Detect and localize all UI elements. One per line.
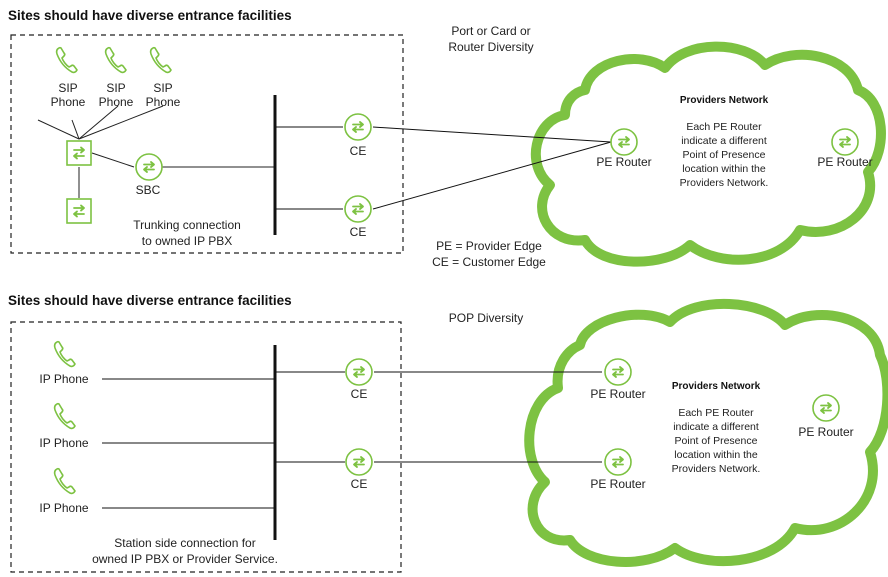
ce-router-icon	[345, 448, 373, 476]
ce-label: CE	[351, 387, 368, 401]
ce-label: CE	[350, 144, 367, 158]
bottom-site-boundary	[10, 321, 402, 573]
sip-phone-label: Phone	[99, 95, 134, 109]
phone-icon	[53, 402, 76, 430]
cloud-description: Each PE Router	[678, 407, 754, 419]
cloud-title: Providers Network	[680, 95, 769, 106]
legend-pe: PE = Provider Edge	[436, 239, 542, 253]
pe-router-label: PE Router	[590, 387, 645, 401]
pe-router-label: PE Router	[596, 155, 651, 169]
cloud-title: Providers Network	[672, 381, 761, 392]
cloud-description: Point of Presence	[683, 149, 766, 161]
cloud-description: Providers Network.	[680, 177, 769, 189]
bottom-title: Sites should have diverse entrance facil…	[8, 293, 292, 308]
cloud-description: location within the	[674, 449, 758, 461]
legend-ce: CE = Customer Edge	[432, 255, 546, 269]
sip-phone-label: Phone	[146, 95, 181, 109]
ce-router-icon	[344, 195, 372, 223]
ip-phone-label: IP Phone	[39, 501, 88, 515]
switch-icon	[66, 140, 92, 166]
pop-diversity-note: POP Diversity	[449, 311, 523, 325]
top-site-boundary	[10, 34, 404, 254]
sbc-label: SBC	[136, 183, 161, 197]
phone-icon	[149, 46, 172, 74]
pe-router-label: PE Router	[798, 425, 853, 439]
pe-router-icon	[812, 394, 840, 422]
sbc-router-icon	[135, 153, 163, 181]
phone-icon	[53, 340, 76, 368]
cloud-description: indicate a different	[681, 135, 767, 147]
trunk-note-1: Trunking connection	[133, 218, 241, 232]
sip-phone-label: SIP	[106, 81, 125, 95]
pe-router-icon	[604, 358, 632, 386]
cloud-description: Each PE Router	[686, 121, 762, 133]
cloud-description: Point of Presence	[675, 435, 758, 447]
ce-label: CE	[351, 477, 368, 491]
switch-icon	[66, 198, 92, 224]
ip-phone-label: IP Phone	[39, 372, 88, 386]
ip-phone-label: IP Phone	[39, 436, 88, 450]
station-note-2: owned IP PBX or Provider Service.	[92, 552, 278, 566]
top-title: Sites should have diverse entrance facil…	[8, 8, 292, 23]
sip-phone-label: Phone	[51, 95, 86, 109]
ce-label: CE	[350, 225, 367, 239]
pe-router-icon	[610, 128, 638, 156]
bottom-diagram: Sites should have diverse entrance facil…	[8, 293, 888, 573]
cloud-description: Providers Network.	[672, 463, 761, 475]
trunk-note-2: to owned IP PBX	[142, 234, 233, 248]
pe-router-label: PE Router	[817, 155, 872, 169]
pe-router-icon	[604, 448, 632, 476]
ce-router-icon	[345, 358, 373, 386]
phone-wiring	[37, 105, 275, 198]
top-cloud	[530, 41, 886, 267]
station-note-1: Station side connection for	[114, 536, 255, 550]
top-diversity-note-1: Port or Card or	[451, 24, 530, 38]
ce-router-icon	[344, 113, 372, 141]
cloud-description: location within the	[682, 163, 766, 175]
pe-router-label: PE Router	[590, 477, 645, 491]
ce-pe-link	[372, 126, 612, 143]
phone-icon	[104, 46, 127, 74]
top-diversity-note-2: Router Diversity	[448, 40, 533, 54]
ce-pe-link	[372, 141, 612, 210]
top-diagram: Sites should have diverse entrance facil…	[8, 8, 886, 269]
phone-icon	[55, 46, 78, 74]
pe-router-icon	[831, 128, 859, 156]
sip-phone-label: SIP	[58, 81, 77, 95]
cloud-description: indicate a different	[673, 421, 759, 433]
phone-icon	[53, 467, 76, 495]
sip-phone-label: SIP	[153, 81, 172, 95]
